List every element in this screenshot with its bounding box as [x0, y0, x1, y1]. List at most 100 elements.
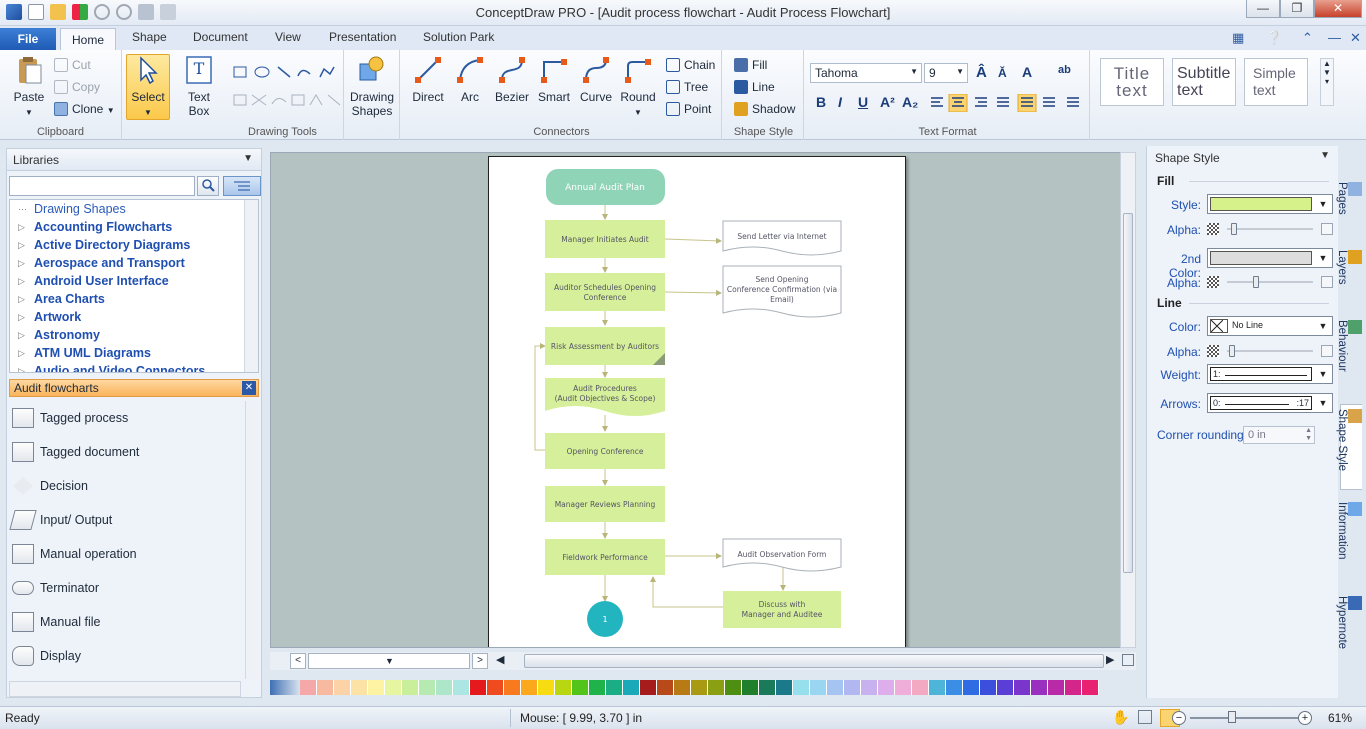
style-title-text[interactable]: Title text	[1100, 58, 1164, 106]
palette-color-swatch[interactable]	[368, 680, 385, 695]
redo-icon[interactable]	[116, 4, 132, 20]
save-icon[interactable]	[138, 4, 154, 20]
library-shape[interactable]: Input/ Output	[9, 503, 259, 537]
document-send-confirmation[interactable]	[722, 265, 842, 318]
palette-color-swatch[interactable]	[1065, 680, 1082, 695]
library-shape[interactable]: Tagged process	[9, 401, 259, 435]
style-subtitle-text[interactable]: Subtitle text	[1172, 58, 1236, 106]
library-shape[interactable]: Terminator	[9, 571, 259, 605]
tree-button[interactable]: Tree	[666, 80, 708, 94]
library-tree-scrollbar[interactable]	[244, 200, 258, 372]
italic-icon[interactable]: I	[838, 94, 842, 110]
palette-color-swatch[interactable]	[487, 680, 504, 695]
palette-color-swatch[interactable]	[436, 680, 453, 695]
curve-connector-button[interactable]: Curve	[576, 54, 616, 104]
active-library-header[interactable]: Audit flowcharts✕	[9, 379, 259, 397]
library-shape[interactable]: Manual file	[9, 605, 259, 639]
page-select[interactable]: ▼	[308, 653, 470, 669]
palette-color-swatch[interactable]	[674, 680, 691, 695]
shrink-font-icon[interactable]: Ă	[998, 66, 1007, 80]
fill-style-select[interactable]: ▼	[1207, 194, 1333, 214]
palette-color-swatch[interactable]	[1048, 680, 1065, 695]
canvas-vertical-scrollbar[interactable]	[1120, 152, 1136, 648]
palette-color-swatch[interactable]	[385, 680, 402, 695]
library-tree-item[interactable]: ▷Artwork	[18, 310, 82, 324]
cut-button[interactable]: Cut	[54, 58, 91, 72]
diagram-page[interactable]: Annual Audit Plan Manager Initiates Audi…	[488, 156, 906, 647]
library-search-input[interactable]	[9, 176, 195, 196]
line-arrows-select[interactable]: 0::17▼	[1207, 393, 1333, 413]
palette-color-swatch[interactable]	[317, 680, 334, 695]
palette-color-swatch[interactable]	[402, 680, 419, 695]
mdi-close-icon[interactable]: ✕	[1350, 30, 1361, 45]
smart-connector-button[interactable]: Smart	[534, 54, 574, 104]
library-horizontal-scrollbar[interactable]	[9, 681, 241, 697]
palette-color-swatch[interactable]	[470, 680, 487, 695]
zoom-slider-knob[interactable]	[1228, 711, 1236, 723]
font-family-select[interactable]: Tahoma▼	[810, 63, 922, 83]
font-color-icon[interactable]: A	[1022, 64, 1033, 80]
palette-color-swatch[interactable]	[878, 680, 895, 695]
palette-color-swatch[interactable]	[419, 680, 436, 695]
palette-color-swatch[interactable]	[793, 680, 810, 695]
expand-icon[interactable]: ▷	[18, 276, 25, 286]
process-auditor-schedules[interactable]	[545, 273, 665, 311]
expand-icon[interactable]: ▷	[18, 294, 25, 304]
styles-gallery-scroll[interactable]: ▲▼▾	[1320, 58, 1334, 106]
process-manager-reviews[interactable]	[545, 486, 665, 522]
chain-button[interactable]: Chain	[666, 58, 715, 72]
scroll-right-icon[interactable]: ▶	[1106, 654, 1115, 666]
expand-icon[interactable]: ▷	[18, 330, 25, 340]
expand-icon[interactable]: ▷	[18, 348, 25, 358]
palette-color-swatch[interactable]	[963, 680, 980, 695]
off-page-connector[interactable]	[587, 601, 623, 637]
palette-color-swatch[interactable]	[742, 680, 759, 695]
palette-color-swatch[interactable]	[351, 680, 368, 695]
grow-font-icon[interactable]: Â	[976, 64, 987, 81]
text-case-icon[interactable]: ab	[1058, 64, 1071, 76]
library-tree-item[interactable]: ▷Audio and Video Connectors	[10, 362, 258, 372]
library-tree-item[interactable]: ▷Area Charts	[18, 292, 105, 306]
tab-solution-park[interactable]: Solution Park	[423, 30, 495, 44]
library-tree-item[interactable]: ···Drawing Shapes	[18, 202, 126, 216]
shadow-button[interactable]: Shadow	[734, 102, 795, 116]
tab-layers[interactable]: Layers	[1336, 246, 1362, 312]
library-shape[interactable]: Manual operation	[9, 537, 259, 571]
shapes-list-scrollbar[interactable]	[245, 401, 259, 679]
palette-color-swatch[interactable]	[997, 680, 1014, 695]
corner-rounding-input[interactable]: 0 in▲▼	[1243, 426, 1315, 444]
line-weight-select[interactable]: 1:▼	[1207, 364, 1333, 384]
tab-information[interactable]: Information	[1336, 498, 1362, 584]
slider-knob[interactable]	[1229, 345, 1235, 357]
process-risk-assessment[interactable]	[545, 327, 665, 365]
palette-color-swatch[interactable]	[895, 680, 912, 695]
palette-color-swatch[interactable]	[572, 680, 589, 695]
font-size-select[interactable]: 9▼	[924, 63, 968, 83]
slider-knob[interactable]	[1231, 223, 1237, 235]
mdi-minimize-icon[interactable]: —	[1328, 30, 1341, 45]
prev-page-button[interactable]: <	[290, 653, 306, 669]
palette-color-swatch[interactable]	[776, 680, 793, 695]
palette-color-swatch[interactable]	[1014, 680, 1031, 695]
zoom-slider-track[interactable]	[1190, 717, 1300, 719]
tab-home[interactable]: Home	[60, 28, 116, 51]
palette-color-swatch[interactable]	[827, 680, 844, 695]
layout-icon[interactable]: ▦	[1232, 30, 1245, 45]
start-terminator[interactable]	[546, 169, 665, 205]
expand-icon[interactable]: ▷	[18, 222, 25, 232]
library-view-button[interactable]	[223, 176, 261, 196]
drawing-tools-row2[interactable]	[232, 92, 342, 108]
clone-button[interactable]: Clone ▼	[54, 102, 115, 116]
palette-color-swatch[interactable]	[538, 680, 555, 695]
fit-page-icon[interactable]	[1122, 654, 1134, 666]
paste-button[interactable]: Paste▼	[10, 54, 48, 118]
tab-document[interactable]: Document	[193, 30, 248, 44]
tab-presentation[interactable]: Presentation	[329, 30, 397, 44]
library-shape[interactable]: Tagged document	[9, 435, 259, 469]
arc-connector-button[interactable]: Arc	[450, 54, 490, 104]
tab-hypernote[interactable]: Hypernote	[1336, 592, 1362, 678]
palette-color-swatch[interactable]	[300, 680, 317, 695]
palette-color-swatch[interactable]	[504, 680, 521, 695]
line-button[interactable]: Line	[734, 80, 775, 94]
